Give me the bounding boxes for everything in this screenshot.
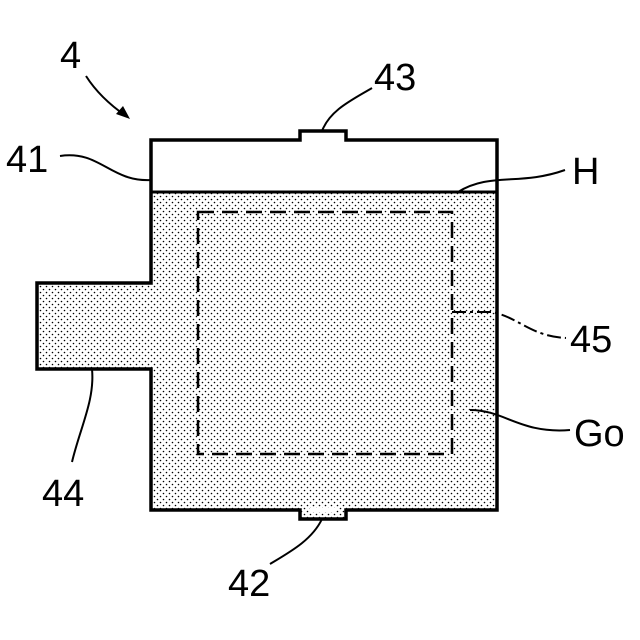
label-container-41: 41 bbox=[6, 139, 48, 181]
leader-44 bbox=[72, 369, 92, 462]
gel-fill-main bbox=[151, 192, 497, 510]
label-region-45: 45 bbox=[570, 319, 612, 361]
leader-43 bbox=[322, 88, 372, 131]
arrowhead-icon bbox=[116, 106, 130, 119]
leader-41 bbox=[60, 155, 151, 180]
label-surface-H: H bbox=[572, 151, 599, 193]
label-outlet-42: 42 bbox=[228, 563, 270, 605]
label-gel-Go: Go bbox=[574, 413, 625, 455]
gel-fill-side-chamber bbox=[37, 283, 153, 369]
leader-H bbox=[458, 170, 565, 192]
label-side-chamber-44: 44 bbox=[42, 473, 84, 515]
leader-42 bbox=[270, 519, 322, 564]
figure-number-label: 4 bbox=[60, 35, 81, 77]
label-inlet-43: 43 bbox=[374, 57, 416, 99]
